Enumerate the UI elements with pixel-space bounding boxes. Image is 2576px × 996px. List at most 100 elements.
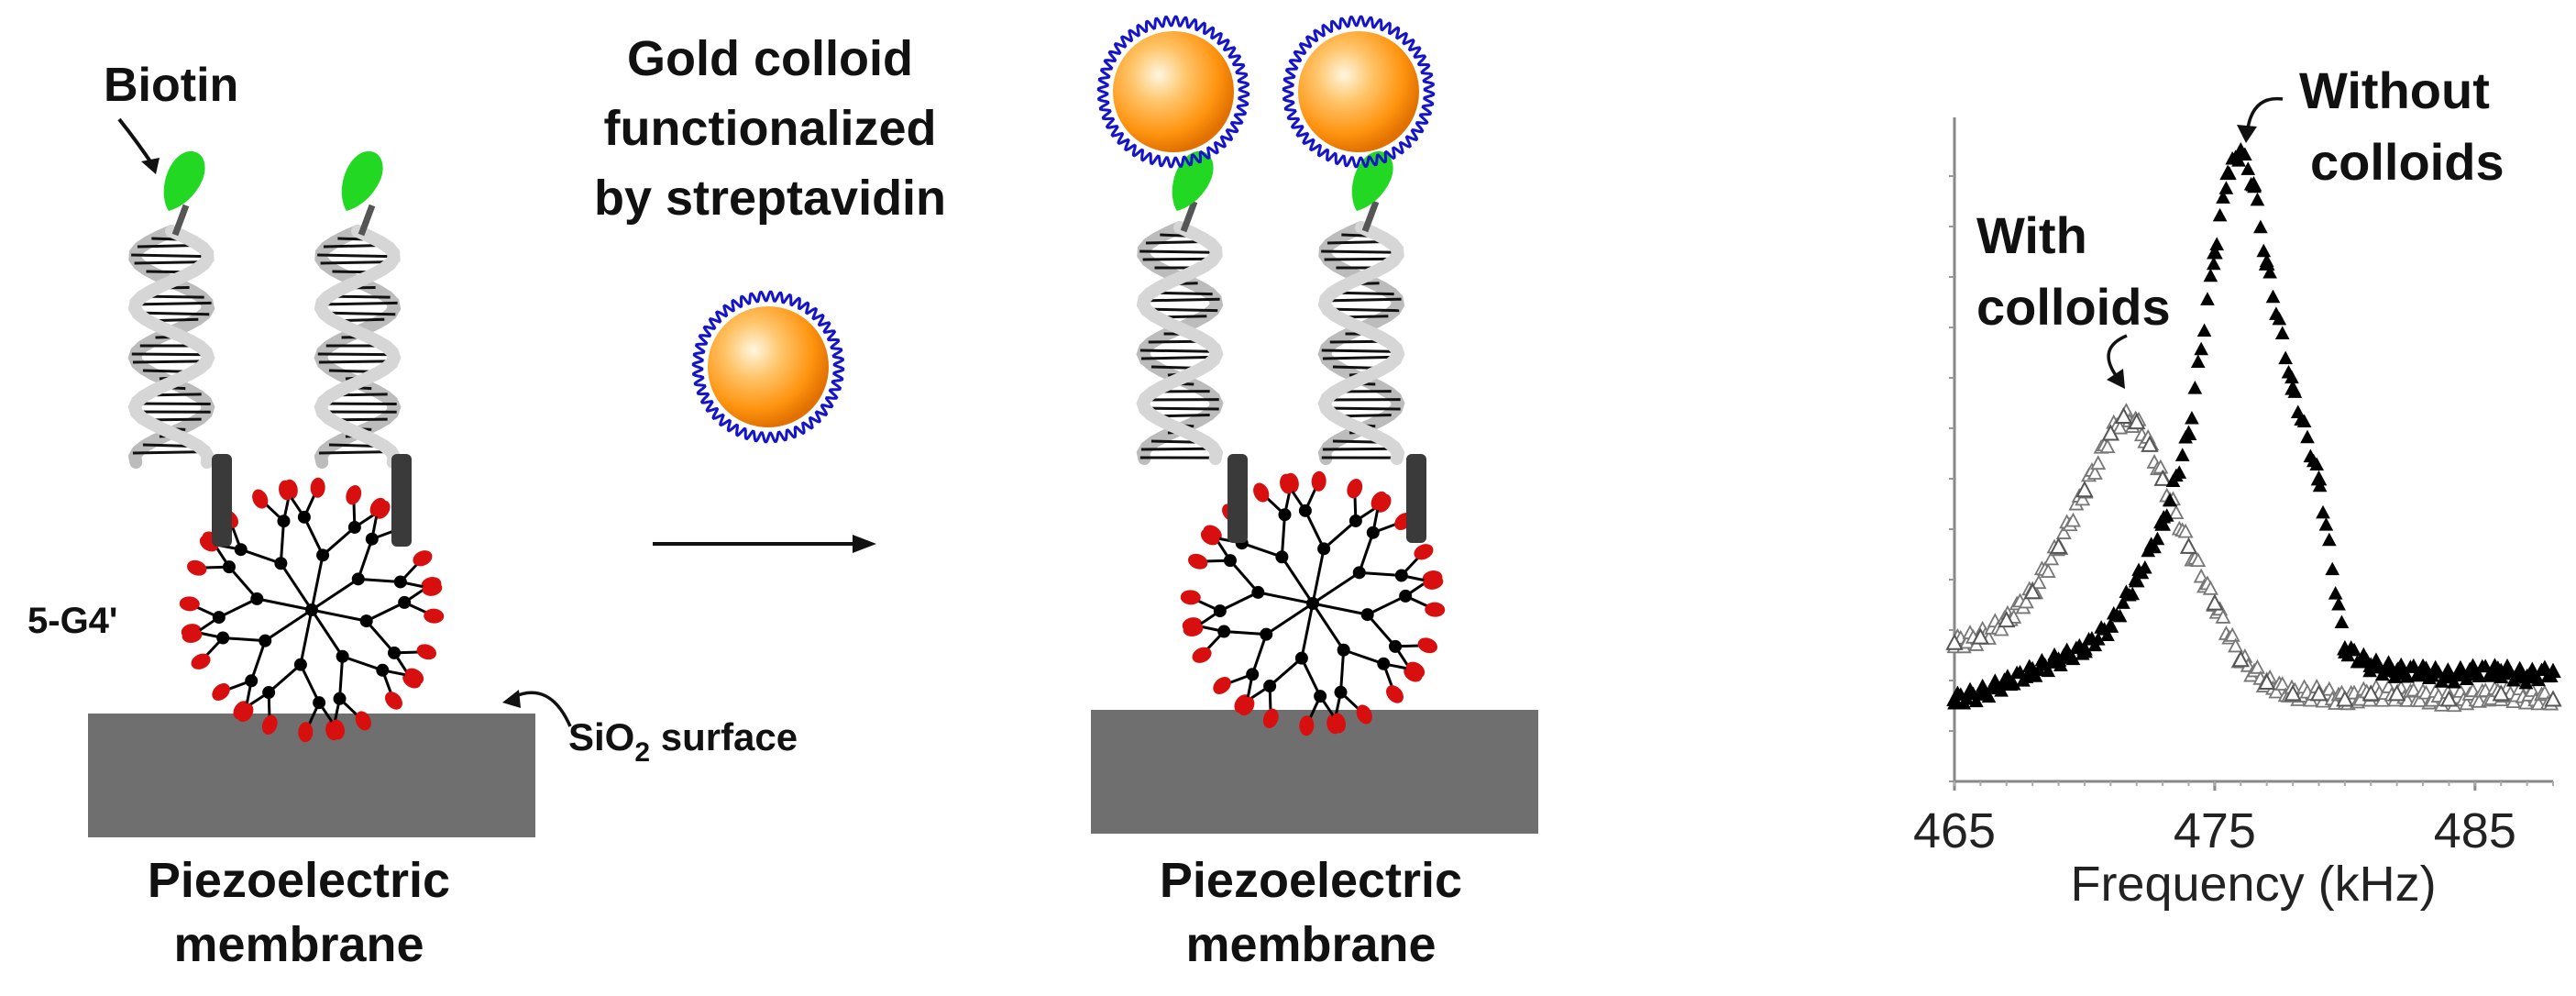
dna-backbone	[1317, 221, 1405, 465]
dna-base-pair	[317, 352, 398, 357]
right-panel: Piezoelectric membrane	[1091, 15, 1538, 972]
data-point-open-triangle	[2128, 413, 2146, 430]
dna-base-pair	[131, 253, 212, 259]
x-tick-label: 475	[2174, 803, 2256, 858]
data-point-filled-triangle	[2154, 515, 2171, 531]
middle-panel: Gold colloid functionalized by streptavi…	[594, 31, 946, 553]
dendrimer-branch	[310, 609, 344, 658]
dendrimer-terminal-group	[179, 596, 200, 612]
gold-sphere	[1113, 31, 1234, 152]
x-tick-label: 485	[2434, 803, 2516, 858]
trace-marker-open	[2249, 658, 2265, 674]
dna-base-pair	[1139, 297, 1220, 303]
biotin-linker	[171, 204, 190, 237]
dendrimer-branch	[1269, 657, 1303, 688]
dendrimer-terminal-group	[404, 668, 424, 685]
dendrimer-terminal-group	[1347, 478, 1363, 499]
dendrimer-branch	[257, 597, 313, 612]
dendrimer-branch	[227, 566, 259, 600]
trace-marker-filled	[2125, 586, 2141, 601]
dna-strand-right-1	[1136, 150, 1248, 543]
annotation-without-arrow	[2246, 96, 2284, 129]
dendrimer-branch	[357, 538, 374, 580]
membrane-substrate-right	[1091, 710, 1538, 834]
dendrimer-branch	[1311, 548, 1326, 604]
data-point-filled-triangle	[1998, 673, 2015, 690]
dendrimer-right	[1180, 470, 1446, 736]
trace-marker-open	[2190, 552, 2207, 568]
gold-colloid-free	[691, 290, 845, 444]
dendrimer-terminal-group	[1299, 715, 1315, 736]
dendrimer-branch	[1224, 630, 1267, 636]
dendrimer-terminal-group	[1405, 661, 1426, 679]
data-point-open-triangle	[2387, 684, 2406, 702]
data-point-filled-triangle	[2518, 668, 2536, 684]
trace-marker-filled	[2147, 539, 2162, 554]
dna-base-pair	[1139, 349, 1220, 353]
biotin-icon	[341, 150, 383, 211]
trace-marker-filled	[2212, 207, 2228, 222]
data-point-filled-triangle	[1946, 691, 1963, 706]
data-point-filled-triangle	[2207, 243, 2223, 260]
trace-marker-filled	[2318, 517, 2334, 531]
biotin-arrow-head	[141, 158, 160, 174]
biotin-linker	[358, 204, 376, 237]
data-point-filled-triangle	[2050, 651, 2067, 667]
trace-marker-filled	[2196, 323, 2212, 338]
dendrimer-terminal-group	[1330, 713, 1346, 734]
data-point-filled-triangle	[2128, 571, 2145, 588]
dna-backbone	[1136, 221, 1224, 465]
trace-marker-filled	[2203, 268, 2218, 282]
data-point-filled-triangle	[2466, 662, 2483, 679]
annotation-with-arrow	[2107, 334, 2128, 380]
data-point-filled-triangle	[2362, 657, 2380, 672]
dendrimer-terminal-group	[1386, 685, 1404, 703]
dendrimer-terminal-group	[191, 653, 211, 670]
dendrimer-terminal-group	[1311, 470, 1327, 492]
trace-marker-filled	[2331, 596, 2346, 611]
trace-marker-open	[2018, 593, 2034, 609]
dendrimer-branch	[1241, 541, 1282, 559]
dendrimer-terminal-group	[1425, 602, 1446, 617]
dendrimer-branch	[1280, 515, 1286, 558]
dna-base-pair	[1321, 349, 1402, 353]
x-axis-label: Frequency (kHz)	[2070, 857, 2436, 912]
trace-marker-filled	[2185, 411, 2199, 425]
series-without-colloids	[1946, 141, 2561, 710]
dendrimer-branch	[1358, 532, 1375, 573]
dendrimer-terminal-group	[1192, 647, 1212, 663]
dendrimer-terminal-group	[1280, 473, 1295, 494]
trace-marker-filled	[2172, 465, 2187, 479]
trace-marker-filled	[2194, 341, 2208, 356]
trace-marker-open	[2177, 523, 2194, 538]
surface-arrow-head	[502, 690, 521, 708]
trace-marker-filled	[2150, 531, 2165, 546]
membrane-label-right-line2: membrane	[1185, 917, 1436, 972]
trace-marker-open	[2228, 637, 2244, 653]
annotation-without-arrow-head	[2237, 125, 2257, 143]
dendrimer-branch	[1228, 559, 1260, 593]
data-point-filled-triangle	[2337, 639, 2353, 656]
data-point-open-triangle	[2153, 469, 2172, 486]
annotation-without-line2: colloids	[2310, 133, 2504, 191]
dna-strand-left-2	[314, 150, 412, 547]
annotation-with-line1: With	[1976, 206, 2087, 264]
dna-base-pair	[1321, 297, 1402, 303]
trace-marker-open	[2099, 438, 2116, 454]
dendrimer-terminal-group	[1262, 708, 1279, 729]
data-point-open-triangle	[1945, 633, 1964, 650]
dendrimer-branch	[1339, 649, 1346, 692]
data-point-filled-triangle	[2310, 470, 2328, 486]
data-point-filled-triangle	[2415, 662, 2431, 679]
dendrimer-terminal-group	[310, 477, 325, 498]
data-point-filled-triangle	[2545, 662, 2561, 679]
dendrimer-terminal-group	[186, 559, 207, 576]
data-point-open-triangle	[2075, 481, 2094, 498]
dna-strand-left-1	[127, 150, 232, 547]
dna-base-pair	[317, 253, 398, 259]
dendrimer-terminal-group	[279, 480, 294, 501]
reaction-arrow-head	[853, 535, 876, 553]
data-point-open-triangle	[2361, 684, 2380, 702]
